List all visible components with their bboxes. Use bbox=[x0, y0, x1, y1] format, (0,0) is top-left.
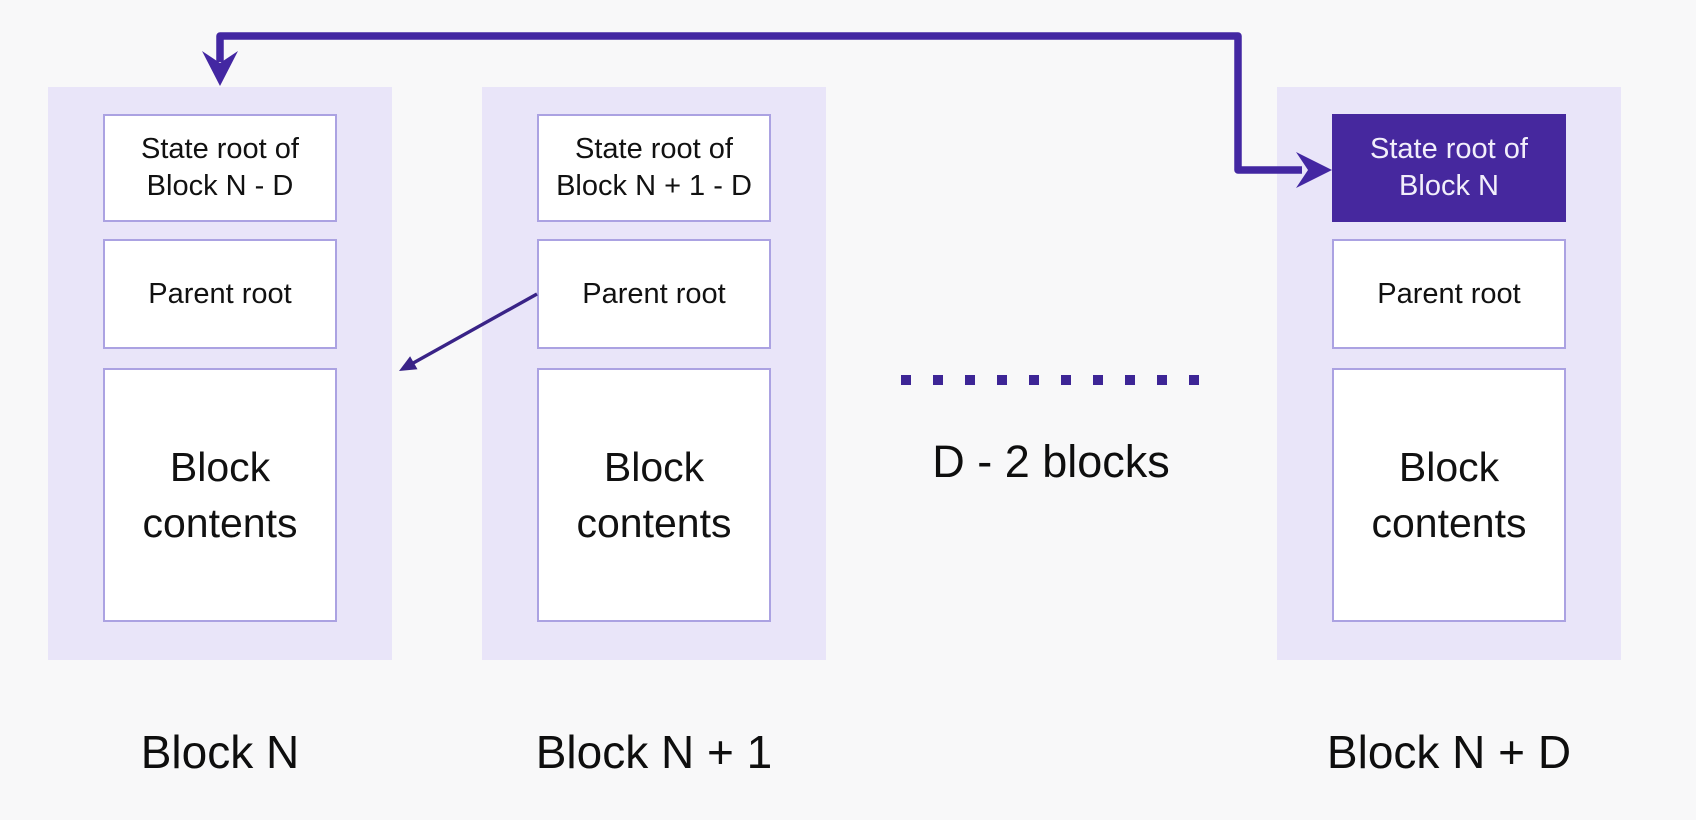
block-contents-text: contents bbox=[142, 500, 298, 546]
state-root-text: State root of bbox=[575, 133, 733, 165]
parent-root-arrowhead-icon bbox=[399, 356, 418, 371]
feedback-arrowhead-down-icon bbox=[202, 51, 238, 86]
state-root-text: Block N - D bbox=[146, 170, 294, 202]
block-label-n-plus-d: Block N + D bbox=[1326, 726, 1572, 778]
parent-root-box-n-plus-d: Parent root bbox=[1332, 239, 1566, 349]
block-container-n-plus-1: State root of Block N + 1 - D Parent roo… bbox=[482, 87, 826, 660]
state-root-text: Block N bbox=[1399, 170, 1499, 202]
block-container-n-plus-d: State root of Block N Parent root Block … bbox=[1277, 87, 1621, 660]
parent-root-text: Parent root bbox=[1377, 277, 1521, 310]
d-minus-2-blocks-label: D - 2 blocks bbox=[932, 436, 1170, 487]
block-contents-box-n: Block contents bbox=[103, 368, 337, 622]
block-contents-text: Block bbox=[603, 444, 705, 490]
block-label-n: Block N bbox=[140, 726, 300, 778]
parent-root-box-n: Parent root bbox=[103, 239, 337, 349]
state-root-box-n: State root of Block N - D bbox=[103, 114, 337, 222]
state-root-box-n-plus-d-highlighted: State root of Block N bbox=[1332, 114, 1566, 222]
state-root-box-n-plus-1: State root of Block N + 1 - D bbox=[537, 114, 771, 222]
parent-root-box-n-plus-1: Parent root bbox=[537, 239, 771, 349]
block-contents-box-n-plus-d: Block contents bbox=[1332, 368, 1566, 622]
block-contents-text: contents bbox=[1371, 500, 1527, 546]
block-label-n-plus-1: Block N + 1 bbox=[535, 726, 773, 778]
state-root-text: Block N + 1 - D bbox=[556, 170, 752, 202]
parent-root-text: Parent root bbox=[148, 277, 292, 310]
state-root-text: State root of bbox=[141, 133, 299, 165]
parent-root-text: Parent root bbox=[582, 277, 726, 310]
block-contents-text: Block bbox=[1398, 444, 1500, 490]
state-root-text: State root of bbox=[1370, 133, 1528, 165]
block-contents-box-n-plus-1: Block contents bbox=[537, 368, 771, 622]
block-container-n: State root of Block N - D Parent root Bl… bbox=[48, 87, 392, 660]
block-contents-text: Block bbox=[169, 444, 271, 490]
block-contents-text: contents bbox=[576, 500, 732, 546]
